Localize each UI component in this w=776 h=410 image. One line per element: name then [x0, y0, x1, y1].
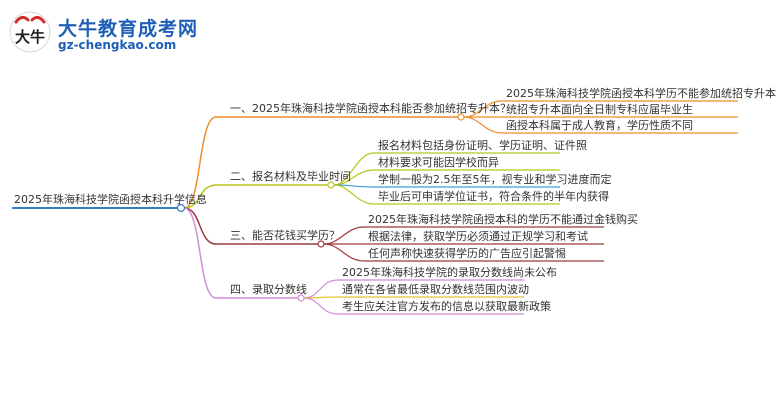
leaf-topic-2-4: 毕业后可申请学位证书，符合条件的半年内获得	[378, 190, 609, 203]
branch-connector-3	[183, 207, 217, 245]
leaf-connector-3-3	[323, 243, 365, 262]
leaf-topic-1-2: 统招专升本面向全日制专科应届毕业生	[506, 103, 693, 116]
branch-topic-4: 四、录取分数线	[230, 283, 307, 296]
logo-mark-text: 大牛	[15, 28, 45, 46]
leaf-connector-4-3	[303, 297, 339, 315]
root-topic: 2025年珠海科技学院函授本科升学信息	[14, 193, 207, 206]
leaf-topic-2-1: 报名材料包括身份证明、学历证明、证件照	[378, 139, 587, 152]
logo-url: gz-chengkao.com	[58, 38, 177, 52]
leaf-topic-2-2: 材料要求可能因学校而异	[378, 156, 499, 169]
leaf-topic-1-1: 2025年珠海科技学院函授本科学历不能参加统招专升本	[506, 87, 776, 100]
site-logo[interactable]: 大牛 大牛教育成考网 gz-chengkao.com	[8, 10, 208, 56]
leaf-connector-2-4	[333, 184, 375, 205]
leaf-topic-4-2: 通常在各省最低录取分数线范围内波动	[342, 283, 529, 296]
branch-topic-1: 一、2025年珠海科技学院函授本科能否参加统招专升本？	[230, 102, 511, 115]
branch-connector-1	[183, 116, 217, 209]
leaf-connector-4-1	[303, 279, 339, 299]
logo-title: 大牛教育成考网	[58, 18, 199, 40]
leaf-topic-3-3: 任何声称快速获得学历的广告应引起警惕	[368, 247, 566, 260]
mind-map	[12, 100, 738, 315]
leaf-topic-3-2: 根据法律，获取学历必须通过正规学习和考试	[368, 230, 588, 243]
branch-connector-4	[183, 207, 217, 299]
ox-logo-icon: 大牛	[9, 11, 51, 53]
leaf-topic-1-3: 函授本科属于成人教育，学历性质不同	[506, 119, 693, 132]
root-node	[176, 203, 186, 213]
branch-topic-2: 二、报名材料及毕业时间	[230, 170, 351, 183]
leaf-topic-3-1: 2025年珠海科技学院函授本科的学历不能通过金钱购买	[368, 213, 638, 226]
leaf-topic-4-1: 2025年珠海科技学院的录取分数线尚未公布	[342, 266, 557, 279]
leaf-topic-4-3: 考生应关注官方发布的信息以获取最新政策	[342, 300, 551, 313]
leaf-topic-2-3: 学制一般为2.5年至5年，视专业和学习进度而定	[378, 173, 612, 186]
leaf-connector-1-3	[463, 116, 503, 134]
branch-topic-3: 三、能否花钱买学历？	[230, 229, 340, 242]
branch-connector-2	[183, 184, 217, 209]
